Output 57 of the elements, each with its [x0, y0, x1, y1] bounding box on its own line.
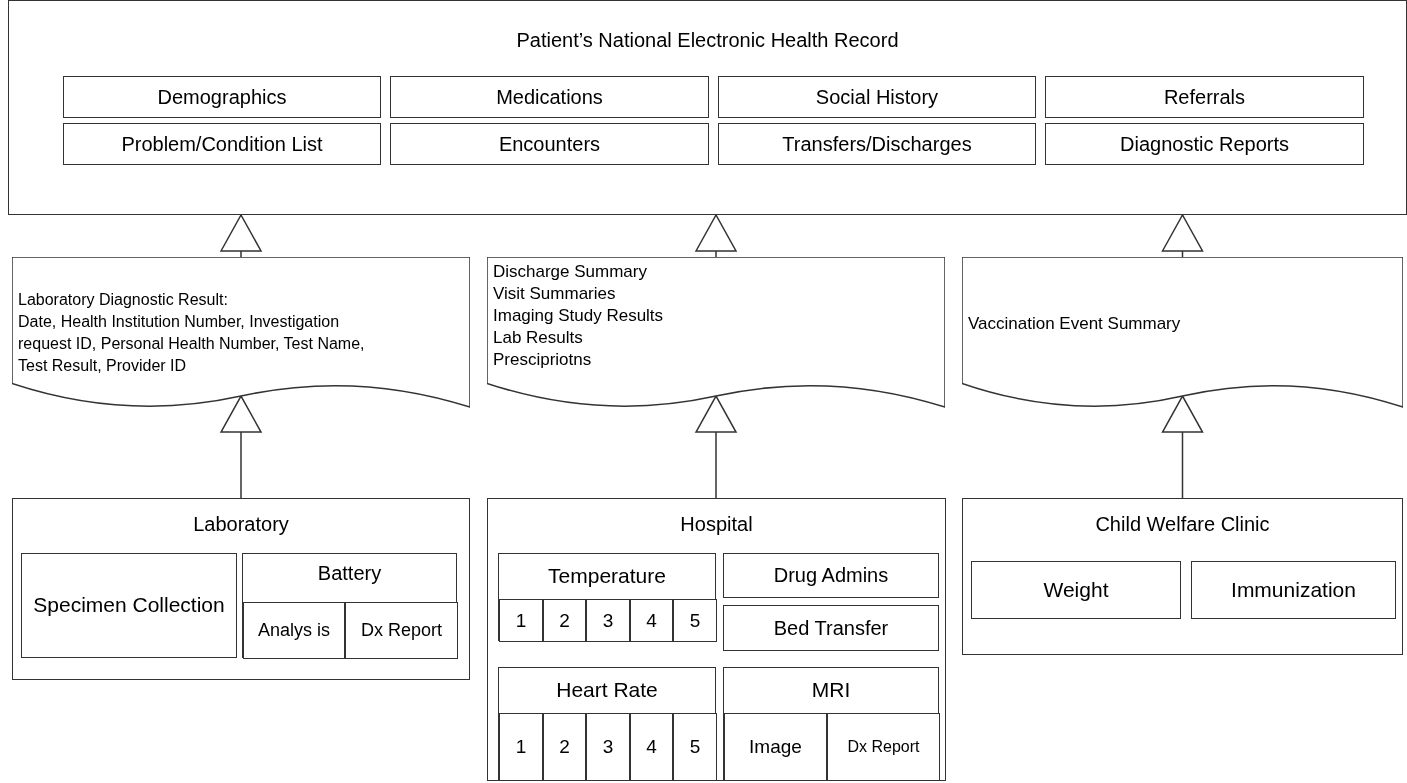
data-item: Specimen Collection [21, 553, 237, 658]
reading-slot: 4 [630, 599, 673, 642]
panel-title: Heart Rate [556, 678, 658, 702]
reading-slot: 5 [673, 713, 717, 781]
subgroup-panel [723, 667, 939, 780]
data-item: Image [724, 713, 827, 781]
record-section: Medications [390, 76, 709, 118]
record-section: Problem/Condition List [63, 123, 381, 165]
panel-title: MRI [811, 678, 851, 702]
reading-slot: 1 [499, 599, 543, 642]
block-arrow [1161, 395, 1204, 499]
reading-slot: 2 [543, 713, 586, 781]
reading-slot: 3 [586, 713, 630, 781]
panel-title: Temperature [548, 564, 666, 588]
data-item: Dx Report [345, 602, 458, 659]
document-item: Discharge Summary [493, 261, 648, 283]
block-arrow [695, 214, 737, 258]
facility-panel [12, 498, 470, 680]
record-panel [8, 0, 1407, 215]
data-item: Immunization [1191, 561, 1396, 619]
document-item: Imaging Study Results [493, 305, 665, 327]
record-section: Referrals [1045, 76, 1364, 118]
document-text: Date, Health Institution Number, Investigation request ID, Personal Health Number, Test Name, Test Result, Provider ID [18, 312, 366, 376]
record-section: Transfers/Discharges [718, 123, 1036, 165]
document-heading: Laboratory Diagnostic Result: [18, 290, 229, 310]
record-section: Demographics [63, 76, 381, 118]
document-item: Prescipriotns [493, 349, 593, 371]
subgroup-panel [498, 553, 716, 641]
block-arrow [220, 395, 262, 499]
data-item: Analys is [243, 602, 345, 659]
record-section: Diagnostic Reports [1045, 123, 1364, 165]
reading-slot: 1 [499, 713, 543, 781]
panel-title: Child Welfare Clinic [1095, 513, 1270, 536]
document-item: Lab Results [493, 327, 584, 349]
data-item: Drug Admins [723, 553, 939, 598]
block-arrow [1161, 214, 1204, 258]
reading-slot: 2 [543, 599, 586, 642]
document-item: Vaccination Event Summary [968, 313, 1182, 335]
facility-panel [487, 498, 946, 781]
panel-title: Battery [317, 562, 382, 585]
block-arrow [220, 214, 262, 258]
block-arrow [695, 395, 737, 499]
data-item: Dx Report [827, 713, 940, 781]
reading-slot: 4 [630, 713, 673, 781]
subgroup-panel [498, 667, 716, 780]
data-item: Bed Transfer [723, 605, 939, 651]
panel-title: Hospital [680, 513, 753, 536]
panel-title: Laboratory [193, 513, 289, 536]
reading-slot: 5 [673, 599, 717, 642]
facility-panel [962, 498, 1403, 655]
subgroup-panel [242, 553, 457, 658]
panel-title: Patient’s National Electronic Health Record [516, 29, 899, 52]
document-item: Visit Summaries [493, 283, 617, 305]
reading-slot: 3 [586, 599, 630, 642]
data-item: Weight [971, 561, 1181, 619]
record-section: Encounters [390, 123, 709, 165]
record-section: Social History [718, 76, 1036, 118]
